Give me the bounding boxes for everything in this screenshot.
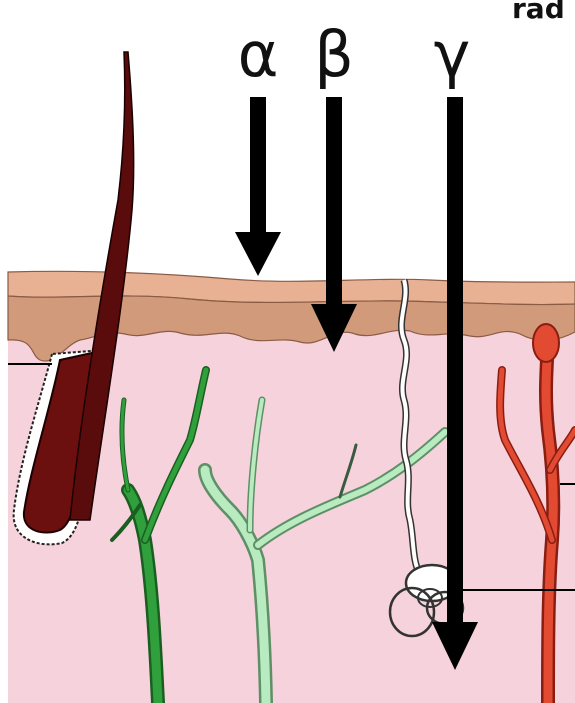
label-beta: β (314, 18, 354, 91)
label-gamma: γ (434, 18, 471, 91)
arrow-alpha (235, 97, 281, 276)
label-alpha: α (238, 18, 279, 91)
arrow-beta (311, 97, 357, 352)
label-top-right-fragment: rad (512, 0, 565, 25)
